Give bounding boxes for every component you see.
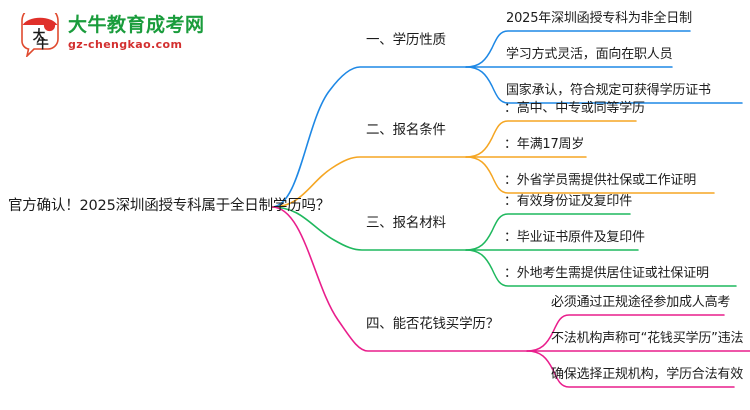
site-logo[interactable]: 大 牛 大牛教育成考网 gz-chengkao.com — [18, 10, 268, 62]
connector-branch-3-leaf-1 — [465, 213, 631, 251]
svg-text:大: 大 — [33, 27, 46, 42]
branch-label-4[interactable]: 四、能否花钱买学历？ — [366, 316, 499, 332]
connector-root-to-branch-1 — [271, 66, 467, 208]
leaf-label-1-3[interactable]: 国家承认，符合规定可获得学历证书 — [506, 83, 711, 98]
connector-branch-1-leaf-3 — [465, 66, 743, 104]
leaf-label-3-3[interactable]: ：外地考生需提供居住证或社保证明 — [504, 266, 709, 281]
leaf-label-1-2[interactable]: 学习方式灵活，面向在职人员 — [506, 47, 673, 62]
logo-domain: gz-chengkao.com — [68, 38, 183, 51]
connector-root-to-branch-4 — [271, 206, 528, 352]
leaf-label-4-3[interactable]: 确保选择正规机构，学历合法有效 — [551, 367, 744, 382]
leaf-label-2-3[interactable]: ：外省学员需提供社保或工作证明 — [504, 173, 697, 188]
svg-text:牛: 牛 — [36, 36, 49, 51]
connector-root-to-branch-2 — [271, 156, 467, 208]
connector-branch-4-leaf-1 — [526, 314, 725, 352]
leaf-label-3-1[interactable]: ：有效身份证及复印件 — [504, 194, 633, 209]
logo-title: 大牛教育成考网 — [68, 14, 205, 36]
connector-branch-3-leaf-3 — [465, 249, 737, 287]
logo-text-group: 大牛教育成考网 gz-chengkao.com — [68, 14, 205, 52]
leaf-label-4-2[interactable]: 不法机构声称可“花钱买学历”违法 — [551, 331, 744, 346]
connector-branch-4-leaf-3 — [526, 350, 735, 388]
leaf-label-2-1[interactable]: ：高中、中专或同等学历 — [504, 101, 645, 116]
connector-branch-2-leaf-1 — [465, 120, 637, 158]
connector-branch-2-leaf-3 — [465, 156, 715, 194]
connector-root-to-branch-3 — [271, 206, 467, 251]
branch-label-3[interactable]: 三、报名材料 — [366, 215, 446, 231]
branch-label-2[interactable]: 二、报名条件 — [366, 122, 446, 138]
leaf-label-4-1[interactable]: 必须通过正规途径参加成人高考 — [551, 295, 731, 310]
branch-label-1[interactable]: 一、学历性质 — [366, 32, 446, 48]
leaf-label-3-2[interactable]: ：毕业证书原件及复印件 — [504, 230, 645, 245]
leaf-label-2-2[interactable]: ：年满17周岁 — [504, 137, 585, 152]
root-node-label[interactable]: 官方确认！2025深圳函授专科属于全日制学历吗？ — [8, 198, 331, 214]
leaf-label-1-1[interactable]: 2025年深圳函授专科为非全日制 — [506, 11, 692, 26]
da-niu-speech-bubble-logo-icon: 大 牛 — [21, 13, 59, 57]
connector-branch-1-leaf-1 — [465, 30, 691, 68]
